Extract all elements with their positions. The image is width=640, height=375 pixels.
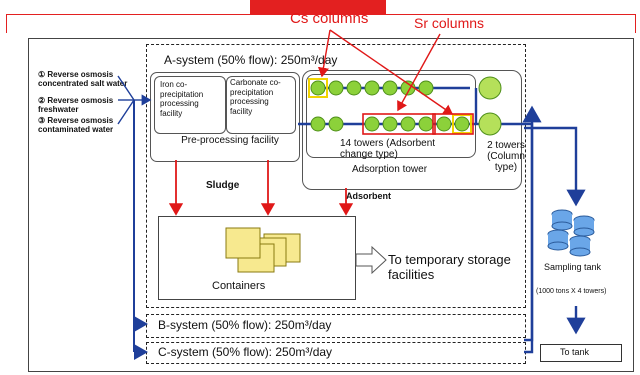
sampling-note-label: (1000 tons X 4 towers) (536, 288, 607, 295)
sr-columns-label: Sr columns (414, 15, 485, 31)
towers2-label: 2 towers (Column type) (487, 140, 525, 173)
header-red-frame (6, 14, 636, 33)
source-1-text: ① Reverse osmosis concentrated salt wate… (38, 70, 128, 88)
source-3-text: ③ Reverse osmosis contaminated water (38, 116, 114, 134)
adsorption-tower-label: Adsorption tower (352, 164, 428, 175)
preprocessing-label: Pre-processing facility (181, 135, 279, 146)
header-red-tab (250, 0, 386, 14)
source-label-3: ③ Reverse osmosis contaminated water (38, 116, 130, 134)
carbonate-facility-label: Carbonate co-precipitation processing fa… (230, 78, 281, 116)
source-2-text: ② Reverse osmosis freshwater (38, 96, 114, 114)
cs-columns-label: Cs columns (290, 10, 369, 27)
sampling-tank-label: Sampling tank (544, 262, 602, 272)
iron-facility-box (154, 76, 226, 134)
b-system-label: B-system (50% flow): 250m³/day (158, 318, 332, 332)
c-system-label: C-system (50% flow): 250m³/day (158, 345, 333, 359)
temporary-storage-label: To temporary storage facilities (388, 252, 511, 282)
adsorbent-label: Adsorbent (346, 191, 391, 201)
to-tank-label: To tank (560, 347, 590, 357)
iron-facility-label: Iron co-precipitation processing facilit… (160, 80, 204, 118)
to-tank-box (540, 344, 622, 362)
source-label-1: ① Reverse osmosis concentrated salt wate… (38, 70, 128, 88)
a-system-label: A-system (50% flow): 250m³/day (164, 53, 338, 67)
carbonate-facility-box (226, 76, 296, 134)
containers-label: Containers (212, 280, 266, 292)
source-label-2: ② Reverse osmosis freshwater (38, 96, 128, 114)
sludge-label: Sludge (206, 180, 240, 191)
towers14-label: 14 towers (Adsorbent change type) (340, 138, 436, 160)
